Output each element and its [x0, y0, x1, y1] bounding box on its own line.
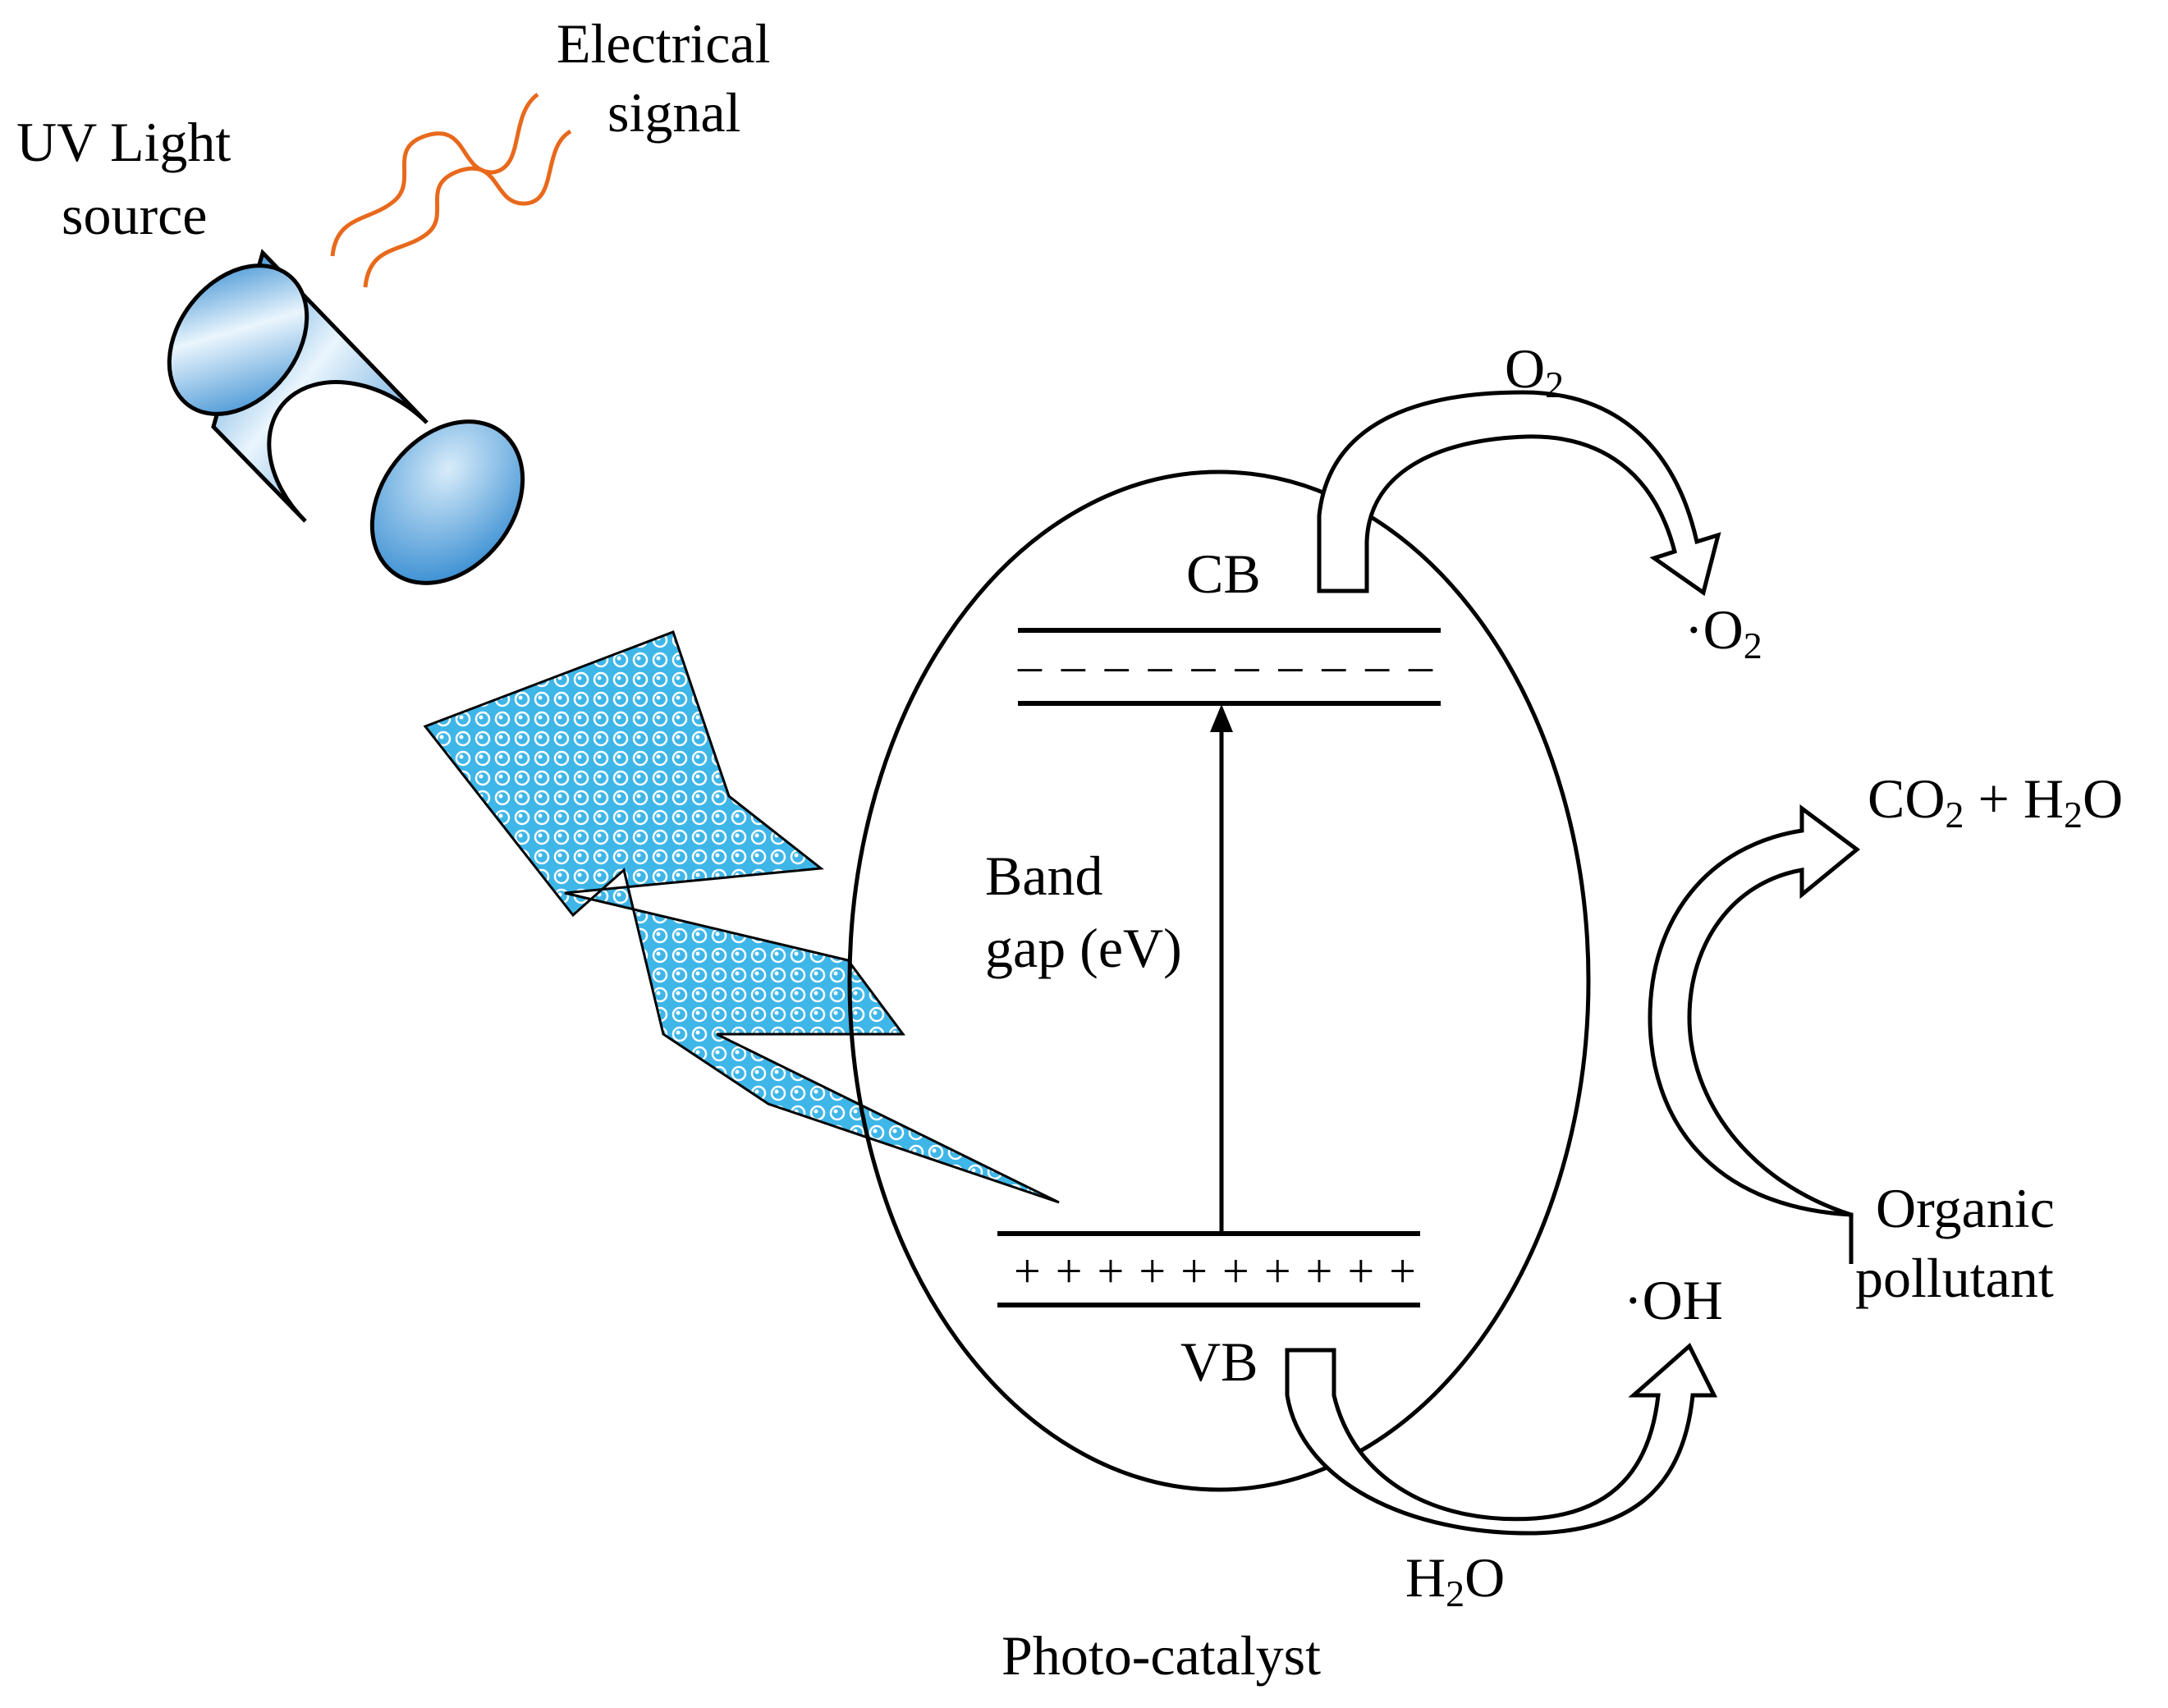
- pollutant-to-products-arrow: [1648, 804, 1861, 1264]
- organic-pollutant-label-line2: pollutant: [1855, 1247, 2054, 1309]
- electrical-signal-label-line2: signal: [607, 81, 740, 144]
- cb-label: CB: [1186, 543, 1261, 605]
- lightning-bolt-icon: [423, 630, 1060, 1204]
- electrical-signal-wires: [330, 92, 572, 288]
- organic-pollutant-label-line1: Organic: [1876, 1177, 2055, 1239]
- water-label: H2O: [1405, 1546, 1505, 1614]
- signal-wire-2: [363, 129, 572, 288]
- cylinder-front-cap: [369, 419, 525, 585]
- holes-plus-signs: + + + + + + + + + +: [1014, 1244, 1416, 1298]
- uv-light-label-line1: UV Light: [16, 111, 231, 173]
- uv-light-label-line2: source: [62, 184, 207, 246]
- oxygen-label: O2: [1505, 337, 1564, 405]
- conduction-band: [1018, 628, 1441, 706]
- vb-label: VB: [1180, 1330, 1258, 1393]
- electrical-signal-label-line1: Electrical: [557, 12, 770, 75]
- products-label: CO2 + H2O: [1868, 767, 2123, 836]
- electrons-dashes: – – – – – – – – – –: [1017, 639, 1433, 692]
- band-gap-label-line2: gap (eV): [985, 917, 1182, 979]
- photocatalyst-particle: [847, 469, 1591, 1492]
- valence-band: [997, 1231, 1420, 1307]
- vb-to-hydroxyl-arrow: [1285, 1342, 1718, 1536]
- cylinder-back-cap: [167, 263, 309, 416]
- band-gap-arrow: [1210, 704, 1233, 1234]
- photocatalyst-label: Photo-catalyst: [1001, 1624, 1321, 1687]
- signal-wire-1: [330, 92, 539, 257]
- superoxide-label: ·O2: [1684, 598, 1762, 666]
- hydroxyl-label: ·OH: [1624, 1269, 1723, 1331]
- band-gap-label-line1: Band: [985, 845, 1103, 907]
- uv-light-source-icon: [167, 249, 525, 585]
- cb-to-superoxide-arrow: [1317, 390, 1721, 597]
